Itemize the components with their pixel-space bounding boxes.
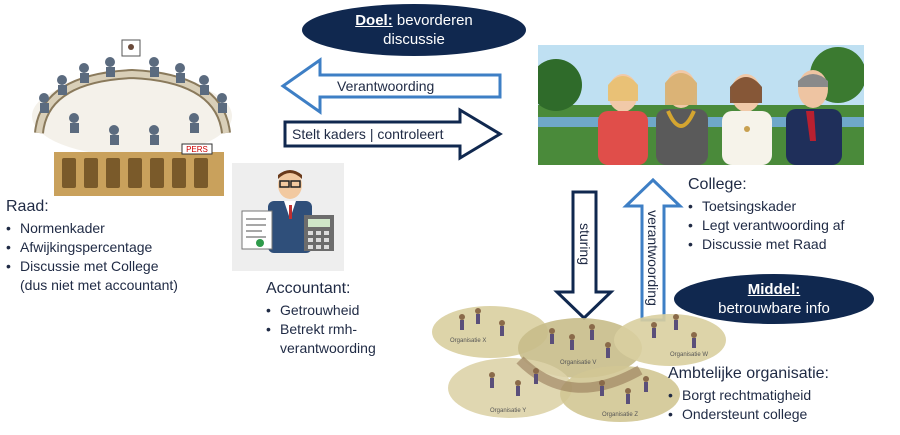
sturing-label: sturing — [577, 222, 593, 266]
raad-item: Afwijkingspercentage — [6, 238, 178, 257]
raad-title: Raad: — [6, 198, 49, 215]
organisation-illustration: Organisatie X Organisatie Y Organisatie … — [430, 290, 730, 430]
verantwoording-left-label: Verantwoording — [337, 78, 435, 94]
doel-key: Doel: — [355, 12, 393, 29]
college-block: College: Toetsingskader Legt verantwoord… — [688, 176, 844, 254]
college-photo — [538, 45, 864, 165]
verantwoording-up-arrow — [622, 177, 684, 322]
verantwoording-left-arrow — [280, 57, 502, 115]
accountant-item: Betrekt rmh- — [266, 320, 376, 339]
ambtelijk-title: Ambtelijke organisatie: — [668, 365, 829, 382]
college-item: Legt verantwoording af — [688, 216, 844, 235]
org-label-z: Organisatie Z — [602, 412, 638, 418]
stelt-kaders-label: Stelt kaders | controleert — [292, 126, 444, 142]
doel-text-1: bevorderen — [396, 12, 473, 29]
college-item: Discussie met Raad — [688, 235, 844, 254]
accountant-block: Accountant: Getrouwheid Betrekt rmh- ver… — [266, 280, 376, 358]
pers-sign: PERS — [186, 145, 208, 154]
ambtelijk-item: Borgt rechtmatigheid — [668, 386, 829, 405]
council-meeting-illustration: PERS — [14, 38, 246, 198]
raad-item-note: (dus niet met accountant) — [20, 277, 178, 293]
college-item: Toetsingskader — [688, 197, 844, 216]
raad-block: Raad: Normenkader Afwijkingspercentage D… — [6, 198, 178, 295]
accountant-illustration — [232, 163, 344, 271]
middel-oval: Middel: betrouwbare info — [674, 274, 874, 324]
ambtelijk-item: Ondersteunt college — [668, 405, 829, 424]
org-label-y: Organisatie Y — [490, 408, 526, 414]
middel-text: betrouwbare info — [718, 300, 830, 317]
stelt-kaders-arrow — [283, 107, 503, 161]
accountant-item-cont: verantwoording — [280, 340, 376, 356]
accountant-item: Getrouwheid — [266, 301, 376, 320]
doel-text-2: discussie — [383, 31, 445, 48]
ambtelijk-block: Ambtelijke organisatie: Borgt rechtmatig… — [668, 365, 829, 424]
college-title: College: — [688, 176, 747, 193]
org-label-v: Organisatie V — [560, 360, 596, 366]
sturing-arrow — [553, 190, 615, 321]
doel-oval: Doel: bevorderen discussie — [302, 4, 526, 56]
raad-item: Normenkader — [6, 219, 178, 238]
accountant-title: Accountant: — [266, 280, 351, 297]
org-label-x: Organisatie X — [450, 338, 486, 344]
org-label-w: Organisatie W — [670, 352, 708, 358]
middel-key: Middel: — [747, 281, 801, 298]
raad-item: Discussie met College — [6, 257, 178, 276]
